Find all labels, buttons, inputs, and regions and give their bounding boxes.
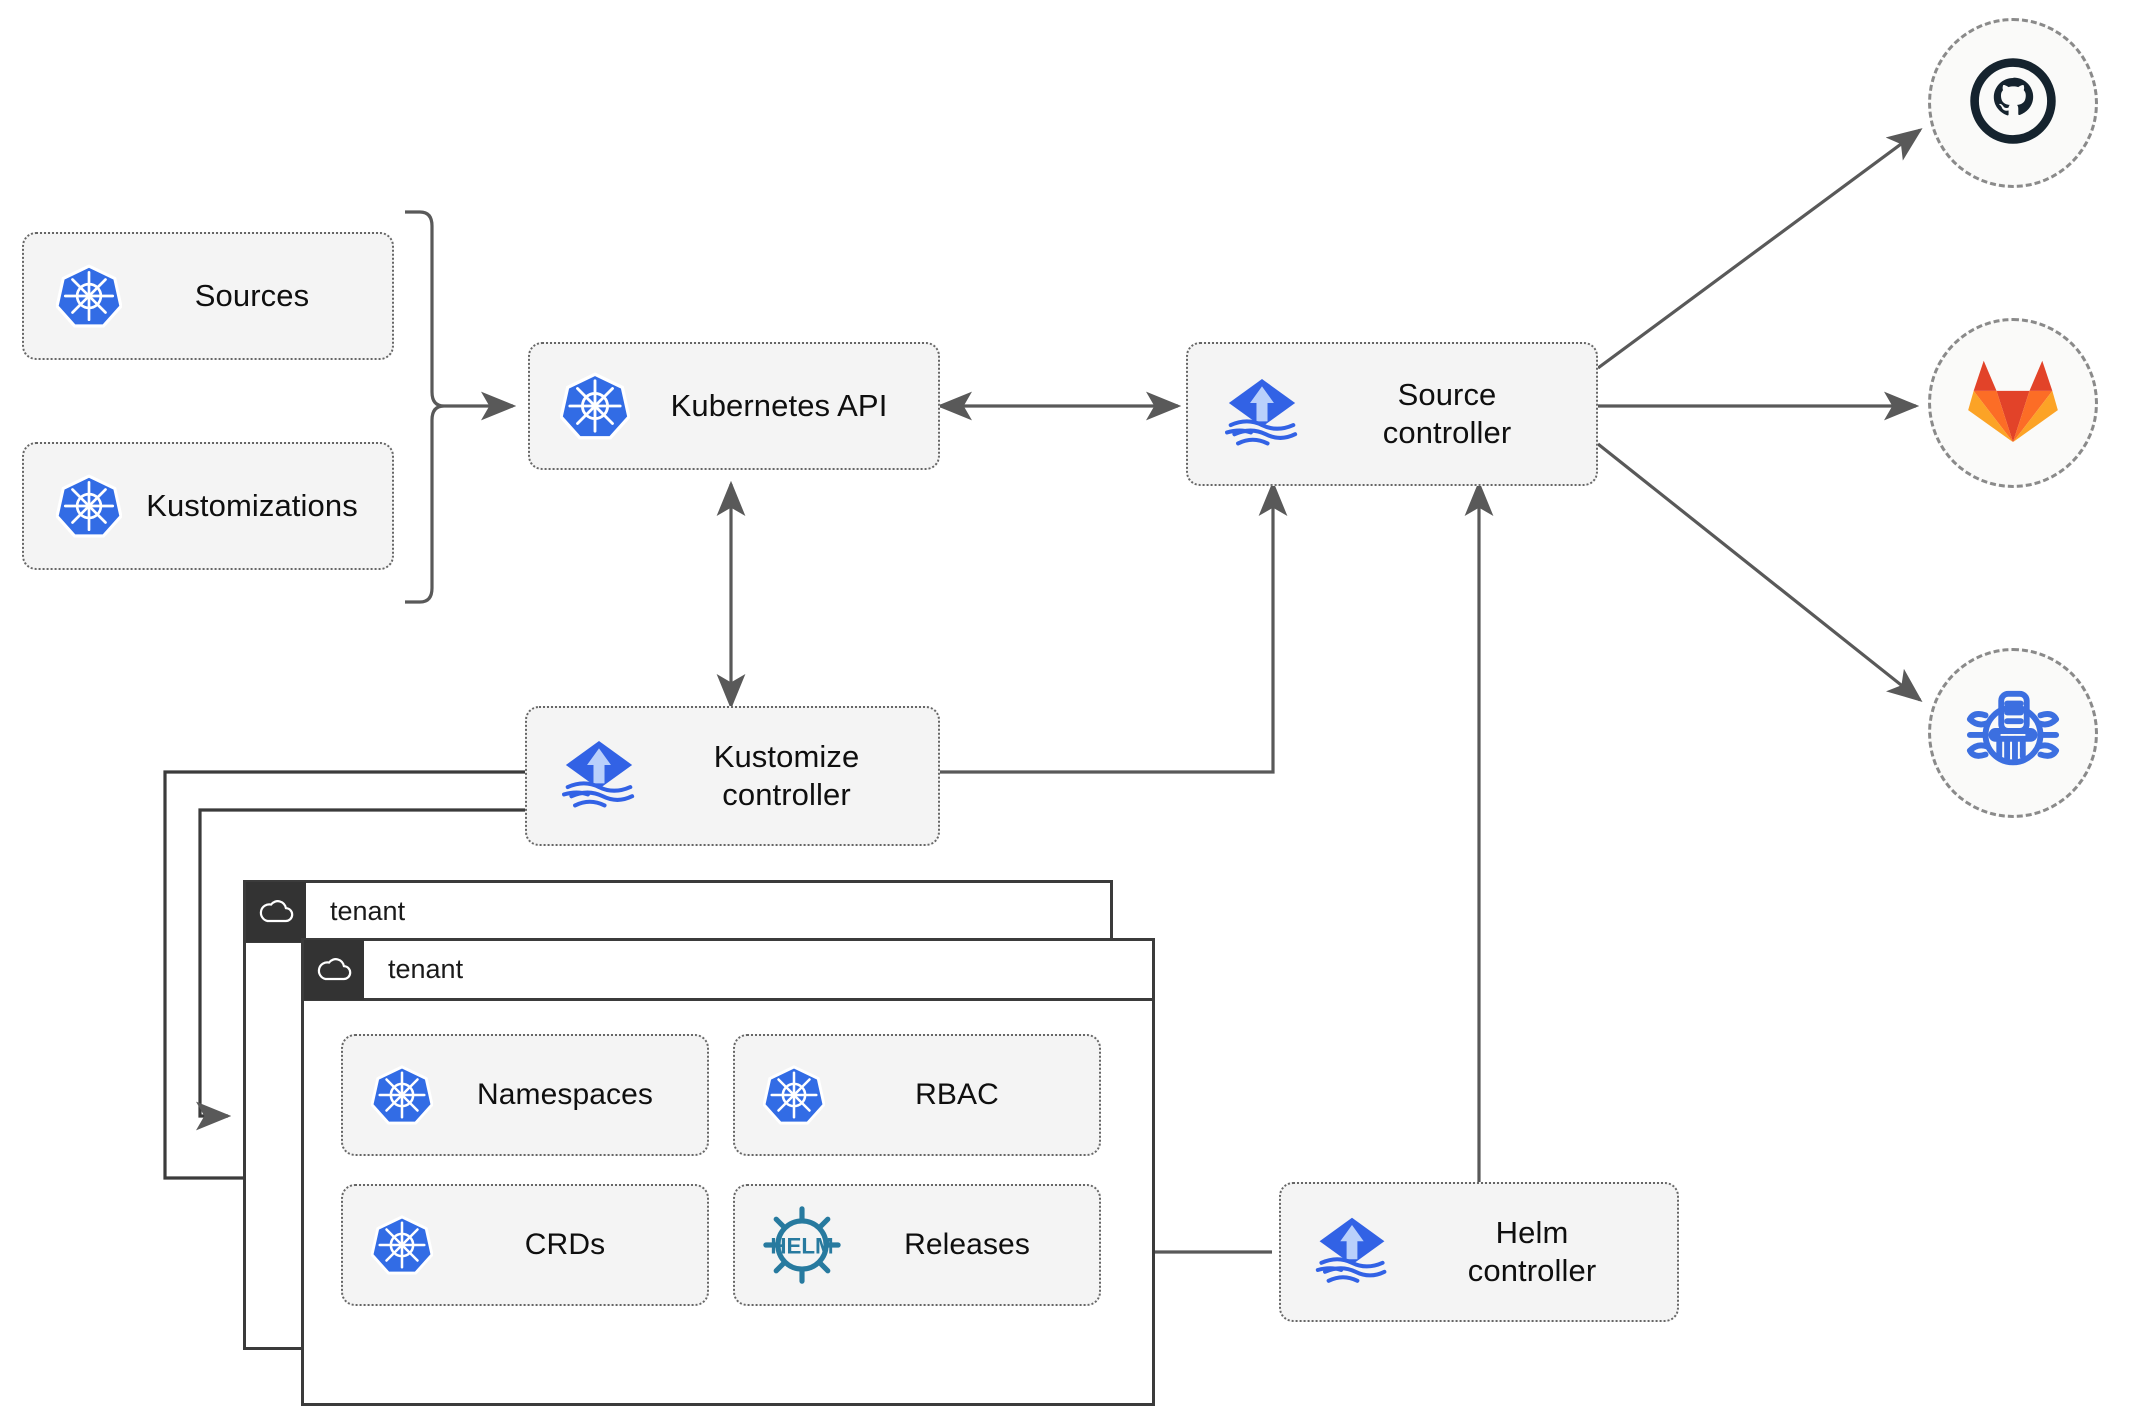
- node-label: Kubernetes API: [670, 388, 888, 424]
- github-icon: [1965, 53, 2061, 154]
- flux-icon: [1188, 368, 1308, 460]
- node-label-line1: Kustomize: [713, 739, 860, 775]
- flux-icon: [1281, 1207, 1397, 1297]
- kubernetes-icon: [24, 473, 122, 539]
- gitlab-icon: [1967, 358, 2059, 449]
- node-crds[interactable]: CRDs: [341, 1184, 709, 1306]
- node-label: Namespaces: [476, 1077, 654, 1111]
- node-label: RBAC: [915, 1077, 999, 1111]
- node-label-line1: Source: [1397, 377, 1497, 413]
- helm-icon: HELM: [735, 1202, 845, 1288]
- node-label-line2: controller: [722, 777, 851, 812]
- edge-sourcectrl-registry: [1597, 442, 1923, 702]
- tenant-name: tenant: [330, 896, 406, 926]
- tenant-name: tenant: [388, 954, 464, 984]
- node-source-controller[interactable]: Source controller: [1186, 342, 1598, 486]
- tenant-titlebar: tenant: [246, 881, 1110, 943]
- kubernetes-icon: [530, 371, 630, 441]
- cloud-icon: [246, 881, 306, 942]
- provider-registry[interactable]: [1928, 648, 2098, 818]
- kubernetes-icon: [343, 1214, 433, 1276]
- node-label: Kustomizations: [146, 488, 358, 524]
- cloud-icon: [304, 939, 364, 1000]
- kubernetes-icon: [735, 1064, 825, 1126]
- edge-sources-bracket: [405, 210, 517, 604]
- node-kubernetes-api[interactable]: Kubernetes API: [528, 342, 940, 470]
- kubernetes-icon: [343, 1064, 433, 1126]
- node-sources[interactable]: Sources: [22, 232, 394, 360]
- node-rbac[interactable]: RBAC: [733, 1034, 1101, 1156]
- edge-kustomizectrl-sourcectrl: [940, 480, 1288, 774]
- tenant-titlebar: tenant: [304, 939, 1152, 1001]
- node-namespaces[interactable]: Namespaces: [341, 1034, 709, 1156]
- node-kustomize-controller[interactable]: Kustomize controller: [525, 706, 940, 846]
- node-label: Sources: [194, 278, 310, 314]
- node-kustomizations[interactable]: Kustomizations: [22, 442, 394, 570]
- helm-wordmark: HELM: [770, 1234, 833, 1259]
- node-label-line2: controller: [1467, 1253, 1597, 1288]
- node-label: CRDs: [524, 1227, 606, 1261]
- edge-sourcectrl-github: [1597, 128, 1923, 370]
- flux-icon: [527, 730, 645, 822]
- kubernetes-icon: [24, 263, 122, 329]
- tenant-window-front[interactable]: tenant: [301, 938, 1155, 1406]
- node-label: Helm controller: [1397, 1214, 1677, 1290]
- provider-gitlab[interactable]: [1928, 318, 2098, 488]
- provider-github[interactable]: [1928, 18, 2098, 188]
- node-label-line1: Helm: [1495, 1215, 1569, 1251]
- node-helm-controller[interactable]: Helm controller: [1279, 1182, 1679, 1322]
- node-label: Kustomize controller: [645, 738, 938, 814]
- node-label: Releases: [904, 1227, 1030, 1261]
- node-releases[interactable]: HELM Releases: [733, 1184, 1101, 1306]
- registry-icon: [1964, 682, 2062, 785]
- node-label: Source controller: [1308, 376, 1596, 452]
- node-label-line2: controller: [1382, 415, 1512, 450]
